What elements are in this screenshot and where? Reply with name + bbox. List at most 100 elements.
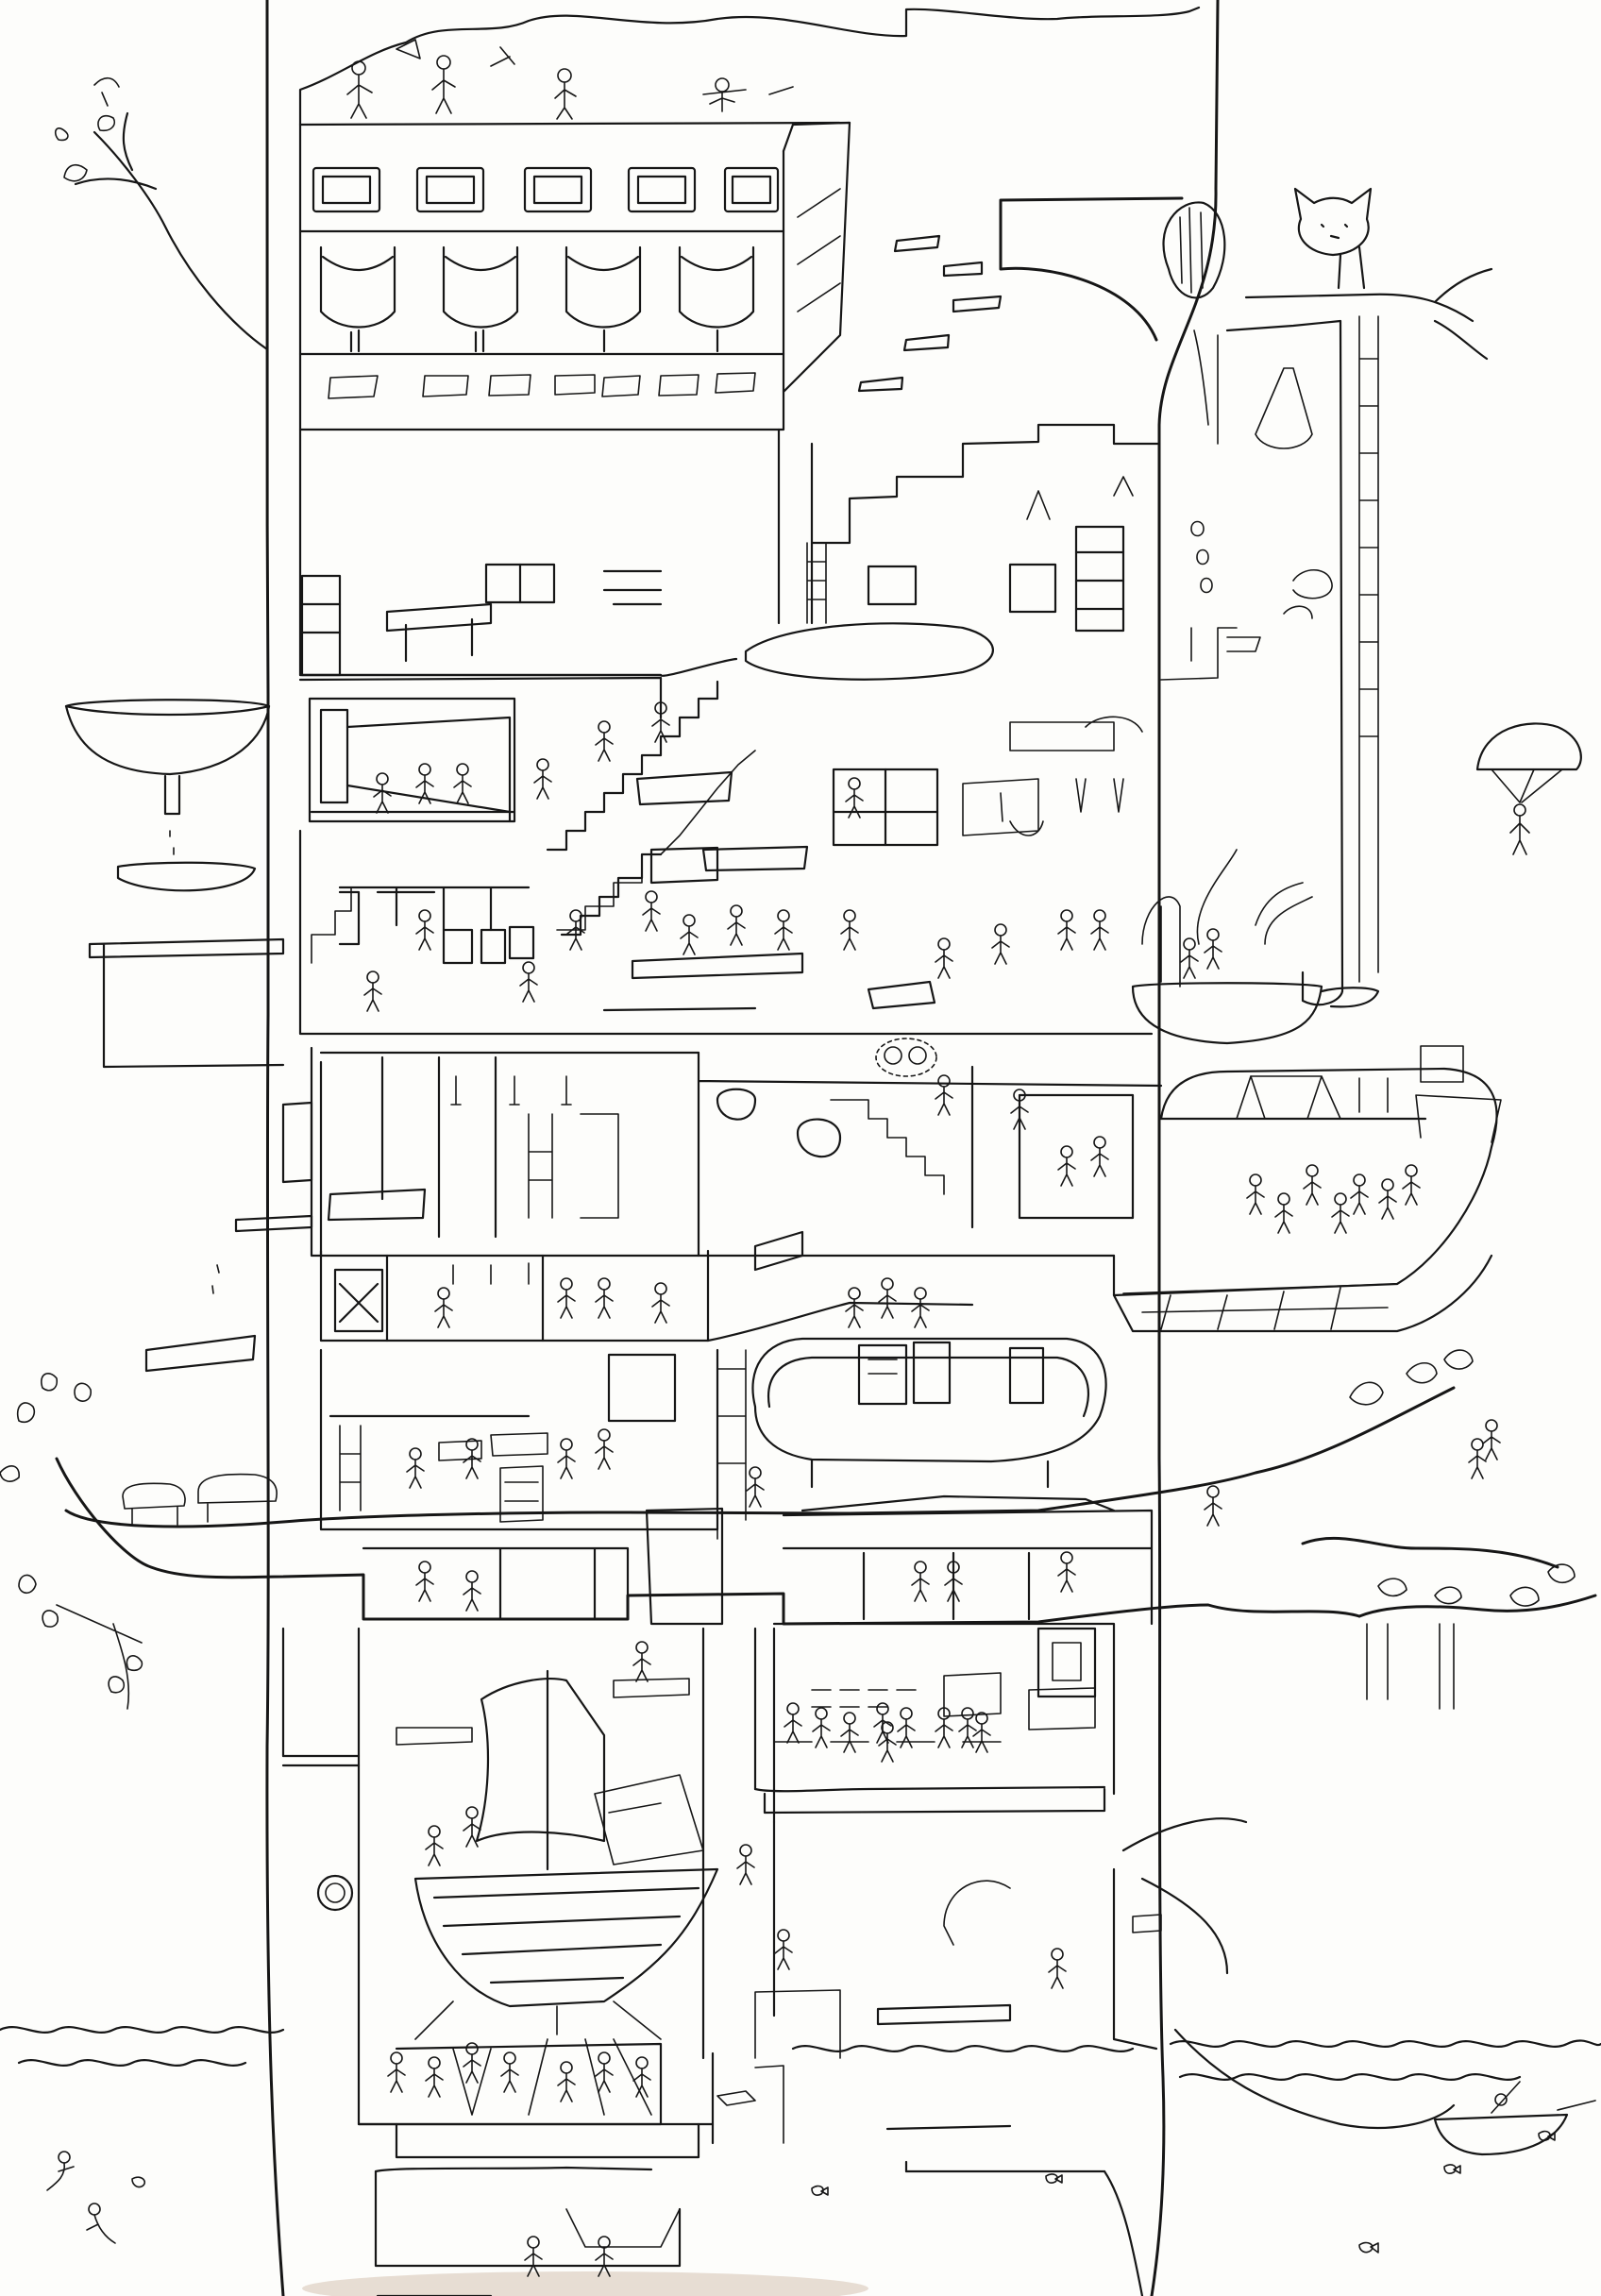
stick-figure (501, 2052, 518, 2092)
stick-figure (525, 2237, 542, 2276)
stick-figure (364, 971, 381, 1011)
left-balcony (146, 1265, 255, 1371)
stick-figure (728, 905, 745, 945)
stick-figure (935, 1075, 952, 1115)
stick-figure (463, 1807, 480, 1847)
cat-icon (1295, 189, 1371, 288)
fish-icon (812, 2132, 1555, 2253)
stick-figure (1403, 1165, 1420, 1205)
stick-figure (1091, 1137, 1108, 1176)
stick-figure (463, 2043, 480, 2083)
climbing-gym (699, 1053, 1161, 1256)
stick-figure (596, 2237, 613, 2276)
underwater-cellar (376, 2126, 1142, 2296)
stick-figure (416, 764, 433, 803)
stick-figure (416, 910, 433, 950)
machine-pod (752, 1339, 1105, 1487)
stick-figure (813, 1708, 830, 1747)
stick-figure (1332, 1193, 1349, 1233)
stick-figure (643, 891, 660, 931)
stick-figure (1091, 910, 1108, 950)
stick-figure-crowd (364, 702, 1500, 2276)
stick-figure (426, 2057, 443, 2097)
hammock-room (321, 247, 753, 351)
branch-walkway (57, 1388, 1595, 1624)
stick-figure (935, 1708, 952, 1747)
stick-figure (973, 1713, 990, 1752)
stick-figure (874, 1703, 891, 1743)
top-block (300, 123, 850, 430)
water-line (0, 2027, 1601, 2143)
rowboat-icon (1435, 2082, 1595, 2154)
stick-figure (463, 1571, 480, 1611)
swimmer-icon (47, 2152, 144, 2243)
roof-windows-row (313, 168, 778, 211)
bird-icon (94, 78, 119, 106)
stick-figure (520, 962, 537, 1002)
floating-steps (859, 236, 1001, 391)
stick-figure (1058, 910, 1075, 950)
stick-figure (846, 1288, 863, 1327)
right-tube-and-lift (1133, 202, 1491, 1043)
shower-room (236, 1048, 1114, 1256)
stick-figure (737, 1845, 754, 1884)
stick-figure (1379, 1179, 1396, 1219)
stick-figure (633, 1642, 650, 1681)
stick-figure (992, 924, 1009, 964)
stick-figure (534, 759, 551, 799)
stick-figure (1304, 1165, 1321, 1205)
stick-figure (388, 2052, 405, 2092)
stick-figure (1469, 1439, 1486, 1478)
stick-figure (1181, 938, 1198, 978)
stick-figure (879, 1278, 896, 1318)
stick-figure (841, 1713, 858, 1752)
brewery-and-plaza (300, 717, 1152, 1034)
ship-hull (415, 1671, 717, 2039)
stick-figure (784, 1703, 801, 1743)
parachute-icon (1477, 723, 1581, 854)
stick-figure (747, 1467, 764, 1507)
fountain-bowls (66, 700, 283, 1067)
stick-figure (1049, 1949, 1066, 1988)
stick-figure (1058, 1552, 1075, 1592)
stick-figure (912, 1562, 929, 1601)
library-floor (300, 425, 1159, 680)
stick-figure (558, 1278, 575, 1318)
classroom-desk-grid (812, 1690, 916, 1707)
stick-figure (558, 2062, 575, 2102)
stick-figure (652, 1283, 669, 1323)
paper-smudge (302, 2271, 868, 2296)
stick-figure (407, 1448, 424, 1488)
stick-figure (374, 773, 391, 813)
left-branch-leaves (0, 1374, 142, 1709)
stick-figure (1205, 1486, 1222, 1526)
boat-workshop (283, 1629, 774, 2157)
cow-icon (123, 1475, 277, 1525)
stick-figure (959, 1708, 976, 1747)
stick-figure (1275, 1193, 1292, 1233)
stick-figure (846, 778, 863, 818)
stick-figure (775, 1930, 792, 1969)
top-left-branch (56, 113, 267, 349)
stick-figure (912, 1288, 929, 1327)
stick-figure (558, 1439, 575, 1478)
stick-figure (426, 1826, 443, 1866)
rooftop-garden (300, 8, 1199, 125)
kitchen-row (321, 1232, 972, 1341)
stick-figure (898, 1708, 915, 1747)
stick-figure (633, 2057, 650, 2097)
mat-floor (329, 373, 755, 398)
right-branch-leaves (1350, 1350, 1575, 1709)
stick-figure (1351, 1174, 1368, 1214)
stick-figure (596, 721, 613, 761)
stick-figure (416, 1562, 433, 1601)
stick-figure (1247, 1174, 1264, 1214)
stick-figure (1205, 929, 1222, 969)
stick-figure (945, 1562, 962, 1601)
stick-figure (1011, 1089, 1028, 1129)
stick-figure (775, 910, 792, 950)
fishing-dock (713, 1818, 1454, 2143)
tree-trunk-outline (267, 0, 1218, 2296)
stick-figure (454, 764, 471, 803)
